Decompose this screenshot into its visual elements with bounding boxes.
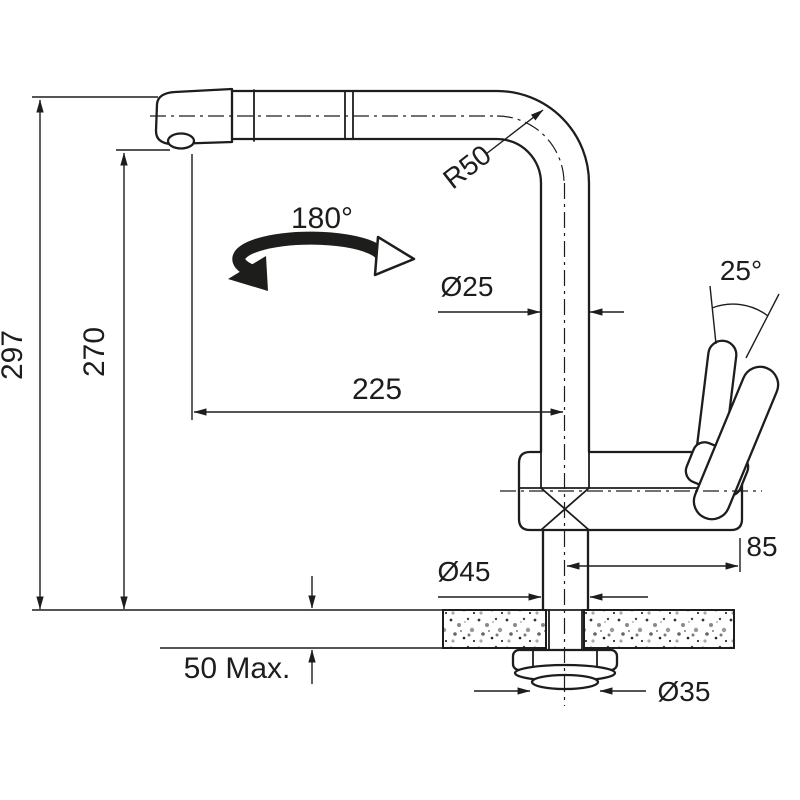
countertop-left-slab (442, 609, 547, 649)
dim-pipe-diameter: Ø25 (438, 271, 624, 316)
angle-25-slant-line (745, 293, 780, 359)
dim-overall-height-label: 297 (0, 330, 29, 380)
spray-head-button (166, 132, 196, 150)
dim-thread-diameter-label: Ø35 (658, 676, 711, 707)
spout-outer-edge (228, 89, 591, 454)
countertop-section (442, 609, 735, 649)
dim-base-diameter-label: Ø45 (438, 556, 491, 587)
bend-centerline (496, 115, 565, 184)
dimension-annotations: 297 270 225 Ø25 R50 (0, 96, 780, 707)
angle-25-ref-line (709, 285, 717, 345)
swivel-arrow-band (232, 231, 388, 279)
handle-group (684, 339, 780, 521)
dim-spout-height: 270 (78, 149, 170, 610)
dim-handle-offset: 85 (566, 531, 778, 572)
dim-handle-angle-label: 25° (720, 255, 762, 286)
swivel-arrow-head-solid (228, 256, 268, 291)
centerlines (150, 115, 762, 706)
dim-thread-diameter: Ø35 (474, 676, 710, 707)
faucet-outline-group (154, 87, 780, 612)
dim-bend-radius-label: R50 (437, 139, 497, 195)
dim-handle-offset-label: 85 (746, 531, 777, 562)
handle-paddle (692, 365, 780, 521)
dim-r50-leader (485, 109, 544, 155)
spout-inner-edge (228, 137, 543, 454)
swivel-annotation: 180° (228, 202, 416, 291)
dim-pipe-diameter-label: Ø25 (441, 271, 494, 302)
dim-overall-height: 297 (0, 96, 443, 611)
dim-counter-thickness: 50 Max. (160, 576, 443, 685)
dim-spout-reach-label: 225 (352, 373, 402, 406)
dim-spout-reach: 225 (191, 154, 564, 420)
swivel-arrow-head-open (373, 235, 416, 277)
dim-swivel-angle-label: 180° (291, 202, 353, 235)
dim-handle-angle: 25° (709, 255, 780, 359)
countertop-right-slab (583, 609, 735, 649)
dim-counter-thickness-label: 50 Max. (184, 652, 291, 685)
dim-spout-height-label: 270 (78, 327, 111, 377)
dim-base-diameter: Ø45 (438, 556, 648, 601)
angle-25-arc (711, 303, 769, 317)
